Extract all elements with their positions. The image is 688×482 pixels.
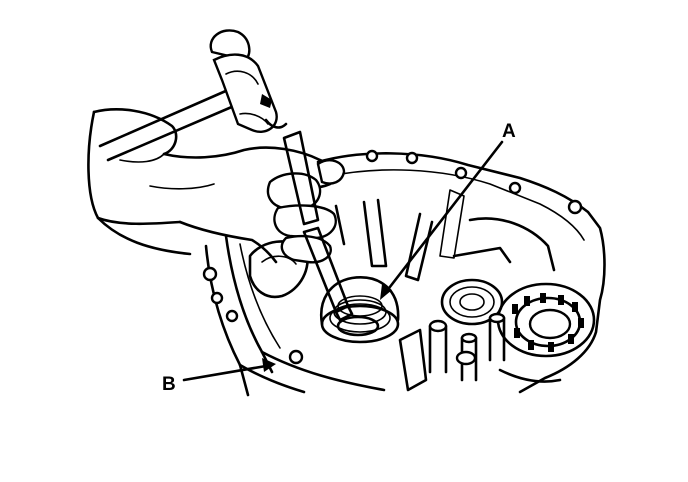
hands: [87, 108, 346, 264]
shaft-bosses: [398, 312, 562, 392]
oil-seal: [319, 276, 400, 344]
bearing: [440, 278, 504, 326]
bolt-hole: [202, 266, 218, 282]
bolt-hole: [225, 309, 239, 323]
bolt-hole: [365, 149, 379, 163]
drift-punch: [282, 130, 354, 322]
callout-label-b: B: [162, 374, 176, 395]
bolt-hole: [454, 166, 468, 180]
roller-bearing: [496, 282, 596, 358]
bolt-hole: [567, 199, 583, 215]
bolt-hole: [405, 151, 419, 165]
callout-label-a: A: [502, 121, 516, 142]
bolt-hole: [288, 349, 304, 365]
hammer: [98, 29, 288, 162]
transmission-housing: [202, 149, 606, 397]
leader-a: [380, 140, 504, 300]
leader-b: [182, 358, 276, 382]
bolt-hole: [508, 181, 522, 195]
bolt-hole: [210, 291, 224, 305]
